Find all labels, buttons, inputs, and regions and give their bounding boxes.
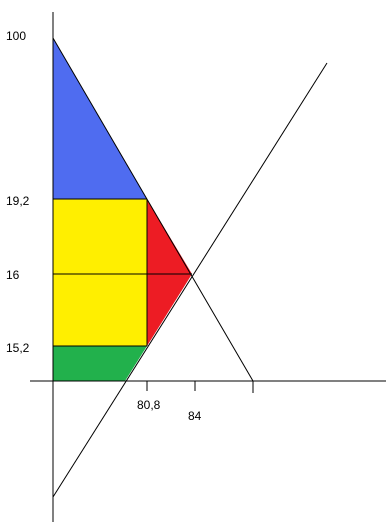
transfer-rectangle-region (53, 199, 147, 346)
supply-line (52, 62, 328, 498)
y-tick-label-15-2: 15,2 (6, 341, 30, 355)
y-tick-label-100: 100 (6, 29, 26, 43)
x-tick-label-80-8: 80,8 (137, 398, 161, 412)
producer-surplus-region (53, 346, 147, 381)
demand-line (52, 37, 254, 382)
y-tick-label-19-2: 19,2 (6, 194, 30, 208)
x-tick-label-84: 84 (188, 409, 202, 423)
deadweight-loss-region (147, 199, 192, 346)
y-tick-label-16: 16 (6, 268, 20, 282)
